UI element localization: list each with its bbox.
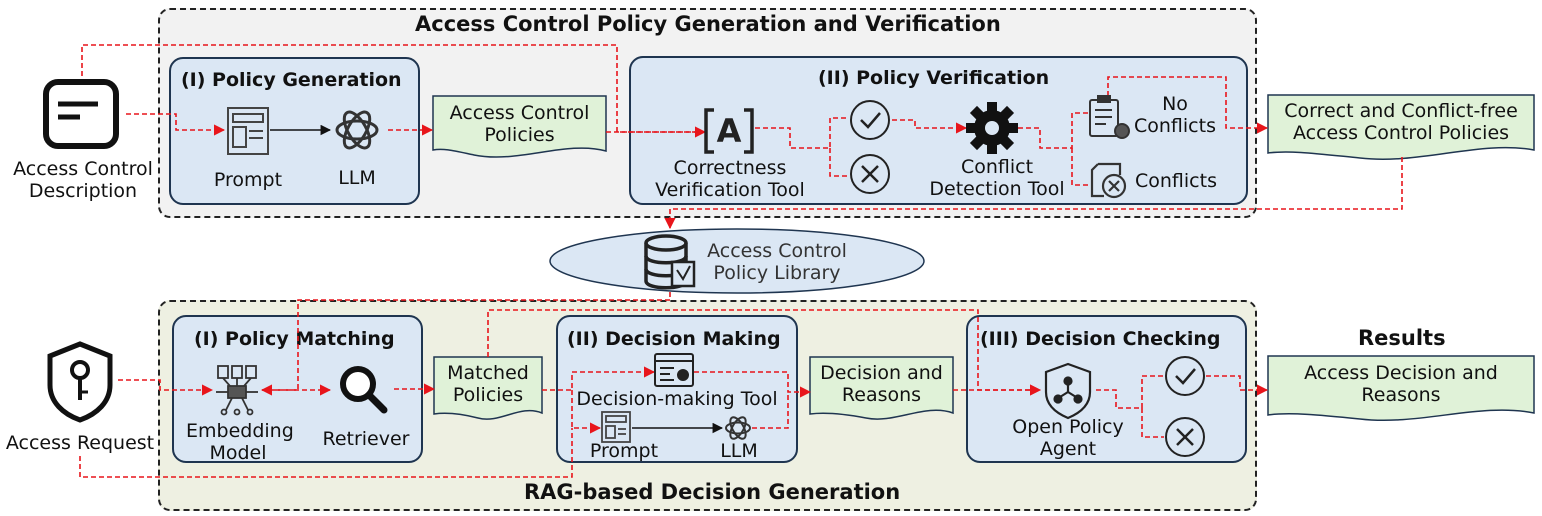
correctness-tool-line2: Verification Tool: [655, 179, 805, 201]
agent-line2: Agent: [1039, 438, 1097, 460]
policy-library-ellipse: [549, 228, 925, 294]
results-doc-line1: Access Decision and: [1304, 362, 1498, 384]
decision-reasons-line1: Decision and: [820, 362, 943, 384]
library-line1: Access Control: [707, 240, 847, 262]
access-control-policies-doc: [432, 95, 607, 158]
policy-verification-title: (II) Policy Verification: [818, 67, 1050, 89]
description-label-line1: Access Control: [13, 158, 153, 180]
x-circle-icon-bottom: [1165, 417, 1205, 457]
svg-text:A: A: [717, 112, 742, 150]
prompt-icon-bottom: [601, 411, 631, 443]
flow-request-bottom: [79, 428, 573, 478]
policies-doc-line1: Access Control: [449, 102, 590, 124]
conflict-tool-line2: Detection Tool: [929, 178, 1065, 200]
access-request-shield-icon: [47, 341, 113, 423]
correctness-tool-icon: A: [704, 108, 754, 154]
description-label-line2: Description: [28, 180, 138, 202]
matched-policies-line2: Policies: [452, 384, 524, 406]
library-line2: Policy Library: [713, 262, 841, 284]
flow-desc-to-verification: [81, 44, 707, 138]
embedding-model-icon: [216, 365, 258, 416]
correct-policies-line2: Access Control Policies: [1292, 122, 1510, 144]
decision-making-box: [556, 315, 798, 463]
flow-matched-up: [487, 309, 1042, 396]
access-request-label: Access Request: [5, 432, 155, 454]
flow-llm-to-reasons: [752, 392, 789, 429]
clipboard-check-icon: [1089, 95, 1130, 139]
database-icon: [644, 234, 696, 290]
gear-icon: [966, 102, 1018, 154]
flow-correct-to-library: [664, 157, 1403, 230]
decision-reasons-doc: [809, 356, 954, 420]
decision-tool-icon: [654, 353, 694, 387]
flow-conflict-to-outcomes: [1018, 112, 1090, 149]
open-policy-agent-icon: [1044, 362, 1092, 420]
results-doc: [1267, 355, 1535, 422]
prompt-label-bottom: Prompt: [589, 440, 659, 462]
policy-verification-box: [629, 56, 1248, 205]
flow-tool-to-reasons: [694, 371, 812, 398]
llm-label-top: LLM: [338, 167, 376, 189]
correct-policies-doc: [1267, 94, 1535, 160]
prompt-icon-top: [227, 107, 269, 155]
decision-reasons-line2: Reasons: [841, 384, 922, 406]
embedding-line1: Embedding: [186, 420, 294, 442]
results-title: Results: [1358, 326, 1446, 350]
decision-tool-label: Decision-making Tool: [576, 388, 778, 410]
flow-check-to-results: [1206, 375, 1269, 396]
results-doc-line2: Reasons: [1361, 384, 1441, 406]
flow-agent-to-checks: [1096, 375, 1164, 409]
policy-matching-title: (I) Policy Matching: [194, 328, 395, 350]
flow-noconflict-to-correct: [1107, 76, 1269, 134]
top-region-title: Access Control Policy Generation and Ver…: [415, 12, 1001, 36]
policy-generation-box: [169, 57, 420, 205]
decision-checking-title: (III) Decision Checking: [980, 328, 1221, 350]
conflicts-label: Conflicts: [1135, 170, 1217, 192]
flow-check-to-conflict: [892, 119, 968, 134]
retriever-label: Retriever: [322, 428, 410, 450]
flow-conflicts-branch: [1071, 148, 1090, 186]
correct-policies-line1: Correct and Conflict-free: [1284, 100, 1518, 122]
decision-making-title: (II) Decision Making: [567, 328, 781, 350]
embedding-line2: Model: [209, 442, 267, 464]
flow-request-to-embedding: [118, 379, 214, 396]
llm-label-bottom: LLM: [720, 440, 758, 462]
no-conflicts-line1: No: [1162, 93, 1188, 115]
llm-icon-top: [335, 110, 379, 150]
agent-line1: Open Policy: [1012, 416, 1124, 438]
correctness-tool-line1: Correctness: [673, 157, 787, 179]
prompt-label-top: Prompt: [213, 169, 283, 191]
conflict-doc-icon: [1090, 162, 1127, 199]
no-conflicts-line2: Conflicts: [1134, 115, 1216, 137]
flow-check-x: [829, 148, 848, 177]
flow-agent-check-x: [1141, 408, 1164, 438]
check-circle-icon-bottom: [1165, 356, 1205, 396]
matched-policies-line1: Matched: [447, 362, 529, 384]
search-icon: [340, 366, 388, 414]
matched-policies-doc: [433, 356, 543, 420]
conflict-tool-line1: Conflict: [960, 156, 1034, 178]
llm-icon-bottom: [725, 416, 751, 440]
description-icon: [43, 79, 119, 149]
flow-desc-to-generation: [126, 113, 226, 136]
policies-doc-line2: Policies: [484, 124, 555, 146]
flow-matched-to-prompt: [571, 390, 602, 434]
check-circle-icon-top: [850, 100, 890, 140]
x-circle-icon-top: [850, 154, 890, 194]
bottom-region-title: RAG-based Decision Generation: [524, 480, 901, 504]
policy-generation-title: (I) Policy Generation: [181, 69, 402, 91]
flow-correctness-to-checks: [755, 117, 848, 149]
flow-matched-to-decision: [542, 366, 656, 391]
